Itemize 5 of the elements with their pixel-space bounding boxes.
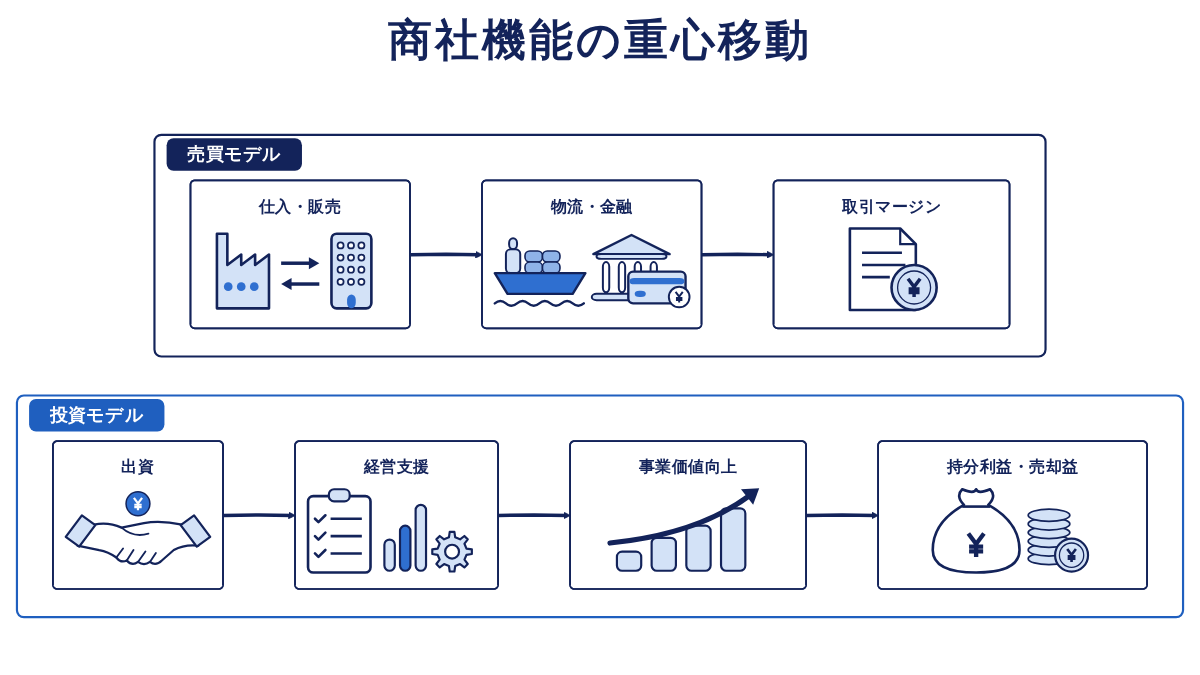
arrow — [223, 511, 296, 520]
arrow — [498, 511, 571, 520]
arrow — [806, 511, 879, 520]
diagram-title: 商社機能の重心移動 — [388, 14, 812, 67]
arrow — [410, 250, 483, 259]
